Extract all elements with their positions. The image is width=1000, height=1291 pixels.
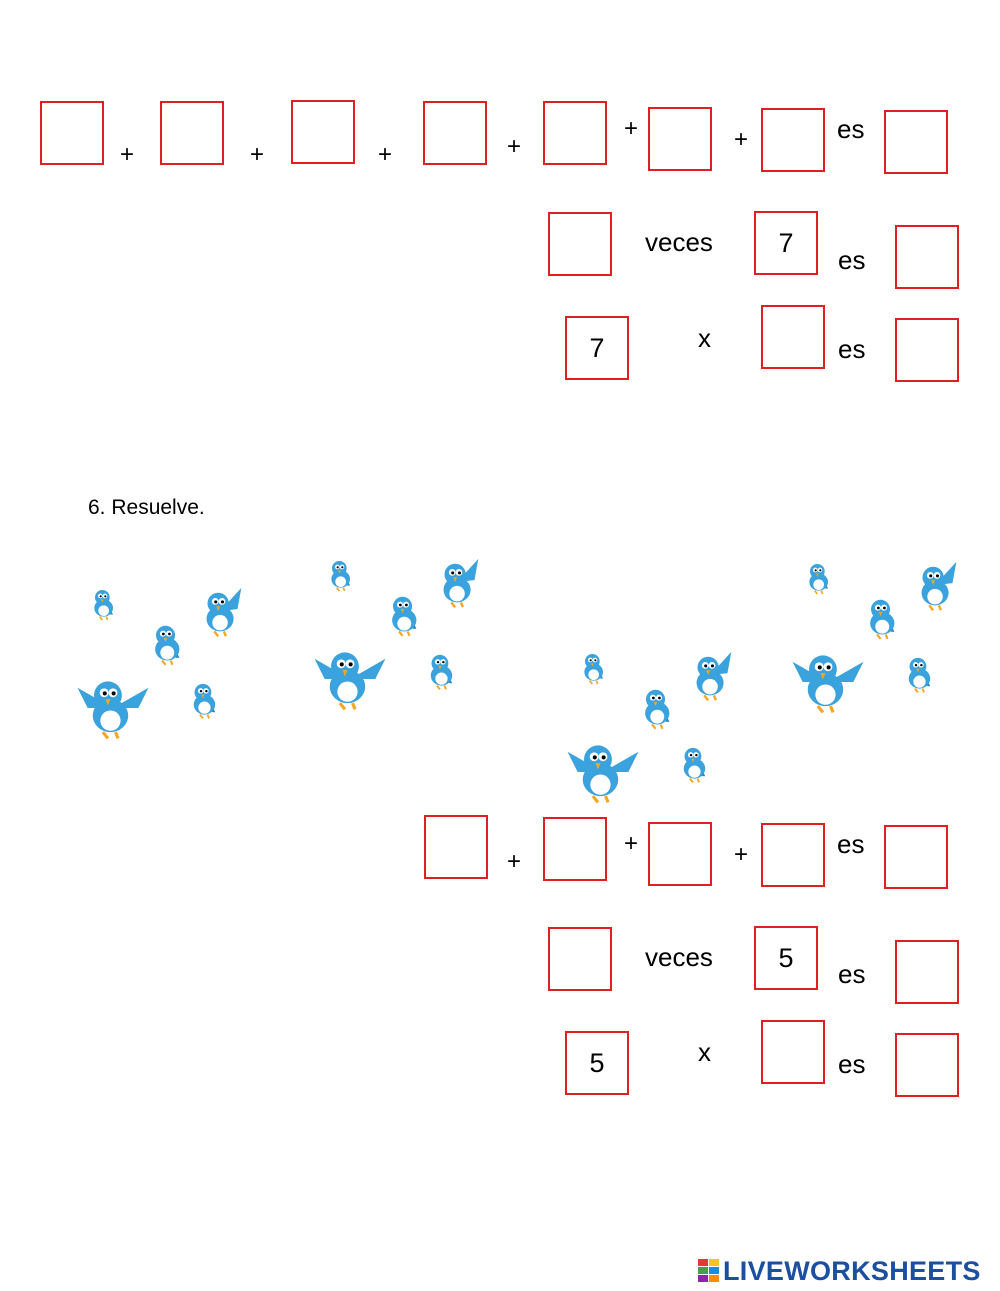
bluebird-icon xyxy=(94,590,113,621)
times-word: veces xyxy=(645,227,713,257)
answer-box[interactable] xyxy=(548,927,612,991)
bluebird-icon xyxy=(331,561,350,592)
plus-sign: + xyxy=(624,115,639,142)
given-number-box: 7 xyxy=(754,211,818,275)
plus-sign: + xyxy=(378,141,393,168)
result-box[interactable] xyxy=(895,318,959,382)
answer-box[interactable] xyxy=(761,1020,825,1084)
given-number-box: 5 xyxy=(565,1031,629,1095)
bluebird-icon xyxy=(584,654,603,685)
given-number-box: 7 xyxy=(565,316,629,380)
bluebird-icon xyxy=(206,587,242,637)
answer-box[interactable] xyxy=(40,101,104,165)
bluebird-icon xyxy=(193,683,216,719)
result-box[interactable] xyxy=(895,225,959,289)
result-box[interactable] xyxy=(895,940,959,1004)
liveworksheets-logo[interactable]: LIVEWORKSHEETS xyxy=(698,1256,981,1286)
logo-icon xyxy=(698,1259,720,1283)
answer-box[interactable] xyxy=(648,822,712,886)
bluebird-icon xyxy=(314,652,386,711)
bluebird-icon xyxy=(77,681,149,740)
bluebird-icon xyxy=(696,651,732,701)
answer-box[interactable] xyxy=(761,823,825,887)
equals-word: es xyxy=(838,245,866,275)
equals-word: es xyxy=(838,334,866,364)
bluebird-icon xyxy=(155,625,180,666)
bluebird-icon xyxy=(645,689,670,730)
plus-sign: + xyxy=(624,830,639,857)
plus-sign: + xyxy=(250,141,265,168)
equals-word: es xyxy=(838,959,866,989)
result-box[interactable] xyxy=(884,825,948,889)
bluebird-icon xyxy=(443,558,479,608)
answer-box[interactable] xyxy=(423,101,487,165)
answer-box[interactable] xyxy=(291,100,355,164)
bluebird-icon xyxy=(792,655,864,714)
answer-box[interactable] xyxy=(160,101,224,165)
result-box[interactable] xyxy=(884,110,948,174)
bluebird-icon xyxy=(870,599,895,640)
answer-box[interactable] xyxy=(761,108,825,172)
equals-word: es xyxy=(838,1049,866,1079)
answer-box[interactable] xyxy=(761,305,825,369)
equals-word: es xyxy=(837,829,865,859)
bluebird-icon xyxy=(392,596,417,637)
bluebird-icon xyxy=(683,747,706,783)
multiply-sign: x xyxy=(698,323,711,353)
plus-sign: + xyxy=(120,141,135,168)
bluebird-icon xyxy=(908,657,931,693)
plus-sign: + xyxy=(507,133,522,160)
logo-text: LIVEWORKSHEETS xyxy=(723,1255,981,1286)
multiply-sign: x xyxy=(698,1037,711,1067)
answer-box[interactable] xyxy=(424,815,488,879)
times-word: veces xyxy=(645,942,713,972)
plus-sign: + xyxy=(734,126,749,153)
given-number-box: 5 xyxy=(754,926,818,990)
plus-sign: + xyxy=(734,841,749,868)
answer-box[interactable] xyxy=(548,212,612,276)
bluebird-icon xyxy=(921,561,957,611)
bluebird-icon xyxy=(430,654,453,690)
bluebird-icon xyxy=(809,564,828,595)
plus-sign: + xyxy=(507,848,522,875)
bluebird-icon xyxy=(567,745,639,804)
answer-box[interactable] xyxy=(543,101,607,165)
equals-word: es xyxy=(837,114,865,144)
answer-box[interactable] xyxy=(648,107,712,171)
result-box[interactable] xyxy=(895,1033,959,1097)
answer-box[interactable] xyxy=(543,817,607,881)
exercise-heading: 6. Resuelve. xyxy=(88,496,205,519)
